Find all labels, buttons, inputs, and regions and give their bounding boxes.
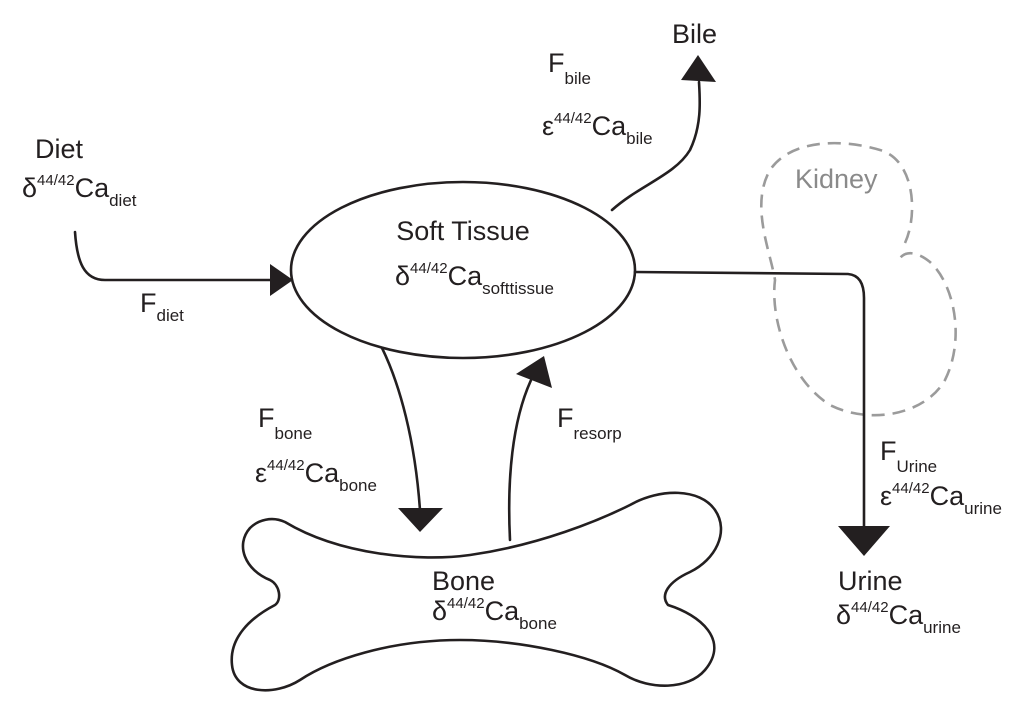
bone-flux-arrow bbox=[380, 346, 422, 512]
bone-node bbox=[230, 491, 723, 692]
bone-arrowhead bbox=[398, 508, 443, 532]
bile-label: Bile bbox=[672, 19, 717, 49]
diet-flux-arrow bbox=[73, 230, 274, 282]
bone-flux-label: Fbone bbox=[258, 403, 312, 443]
urine-flux-arrow bbox=[633, 270, 866, 530]
resorp-flux-label: Fresorp bbox=[557, 403, 622, 443]
bone-label: Bone bbox=[432, 566, 495, 596]
soft-tissue-label: Soft Tissue bbox=[396, 216, 530, 246]
urine-arrowhead bbox=[838, 526, 890, 556]
urine-label: Urine bbox=[838, 566, 903, 596]
kidney-label: Kidney bbox=[795, 164, 878, 194]
resorp-arrowhead bbox=[516, 356, 552, 388]
bile-arrowhead bbox=[681, 55, 716, 82]
bile-isotope-label: ε44/42Cabile bbox=[542, 110, 653, 148]
soft-tissue-isotope-label: δ44/42Casofttissue bbox=[395, 260, 554, 298]
urine-flux-label: FUrine bbox=[880, 436, 937, 476]
diet-label: Diet bbox=[35, 134, 84, 164]
urine-isotope-label: δ44/42Caurine bbox=[836, 599, 961, 637]
kidney-outline bbox=[760, 141, 957, 417]
urine-flux-isotope-label: ε44/42Caurine bbox=[880, 480, 1002, 518]
bone-isotope-label: δ44/42Cabone bbox=[432, 595, 557, 633]
diet-isotope-label: δ44/42Cadiet bbox=[22, 172, 137, 210]
diet-arrowhead bbox=[270, 264, 293, 296]
bile-flux-label: Fbile bbox=[548, 48, 591, 88]
bone-flux-isotope-label: ε44/42Cabone bbox=[255, 457, 377, 495]
resorp-flux-arrow bbox=[507, 376, 534, 542]
diet-flux-label: Fdiet bbox=[140, 288, 184, 325]
bile-flux-arrow bbox=[610, 80, 702, 212]
soft-tissue-node bbox=[289, 180, 637, 360]
